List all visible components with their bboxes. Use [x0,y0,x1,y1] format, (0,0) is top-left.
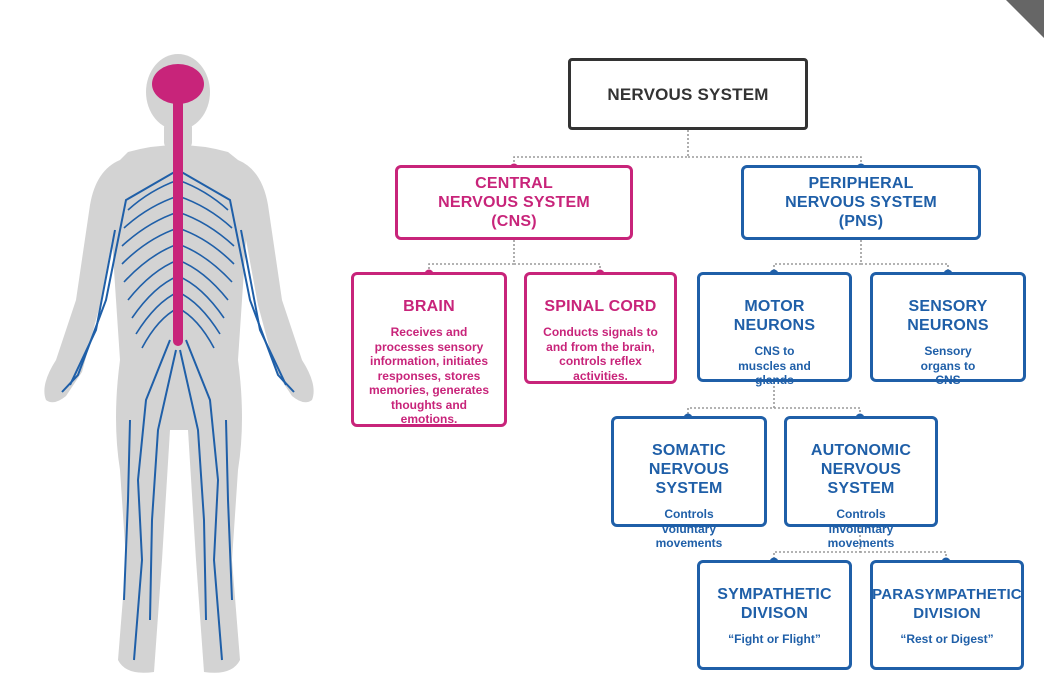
box-title: CENTRAL NERVOUS SYSTEM (CNS) [438,175,590,230]
box-title: PARASYMPATHETIC DIVISION [872,586,1022,622]
parasympathetic-division-box: PARASYMPATHETIC DIVISION “Rest or Digest… [870,560,1024,670]
box-title: SOMATIC NERVOUS SYSTEM [648,442,730,497]
box-description: “Fight or Flight” [728,632,821,646]
box-title: SPINAL CORD [544,298,657,315]
nervous-system-box: NERVOUS SYSTEM [568,58,808,130]
box-title: PERIPHERAL NERVOUS SYSTEM (PNS) [785,175,937,230]
box-title: NERVOUS SYSTEM [607,84,769,104]
motor-neurons-box: MOTOR NEURONS CNS to muscles and glands [697,272,852,387]
box-description: Conducts signals to and from the brain, … [543,325,658,383]
box-description: Receives and processes sensory informati… [368,325,490,426]
brain-box: BRAIN Receives and processes sensory inf… [351,272,507,427]
corner-fold [1006,0,1044,38]
box-description: Controls involuntary movements [827,507,895,550]
box-description: Sensory organs to CNS [920,344,976,387]
box-description: Controls voluntary movements [655,507,723,550]
box-description: “Rest or Digest” [900,632,994,646]
human-body-nervous-system-illustration [44,54,314,673]
peripheral-nerves [61,169,295,661]
autonomic-nervous-system-box: AUTONOMIC NERVOUS SYSTEM Controls involu… [784,416,938,550]
box-title: SYMPATHETIC DIVISON [717,586,832,622]
box-title: MOTOR NEURONS [733,298,816,334]
box-title: BRAIN [403,298,455,315]
sensory-neurons-box: SENSORY NEURONS Sensory organs to CNS [870,272,1026,387]
box-description: CNS to muscles and glands [738,344,811,387]
box-title: SENSORY NEURONS [907,298,989,334]
box-title: AUTONOMIC NERVOUS SYSTEM [810,442,912,497]
somatic-nervous-system-box: SOMATIC NERVOUS SYSTEM Controls voluntar… [611,416,767,550]
spinal-cord-box: SPINAL CORD Conducts signals to and from… [524,272,677,384]
brain-and-spinal-cord [152,64,204,346]
cns-box: CENTRAL NERVOUS SYSTEM (CNS) [395,165,633,240]
pns-box: PERIPHERAL NERVOUS SYSTEM (PNS) [741,165,981,240]
sympathetic-division-box: SYMPATHETIC DIVISON “Fight or Flight” [697,560,852,670]
